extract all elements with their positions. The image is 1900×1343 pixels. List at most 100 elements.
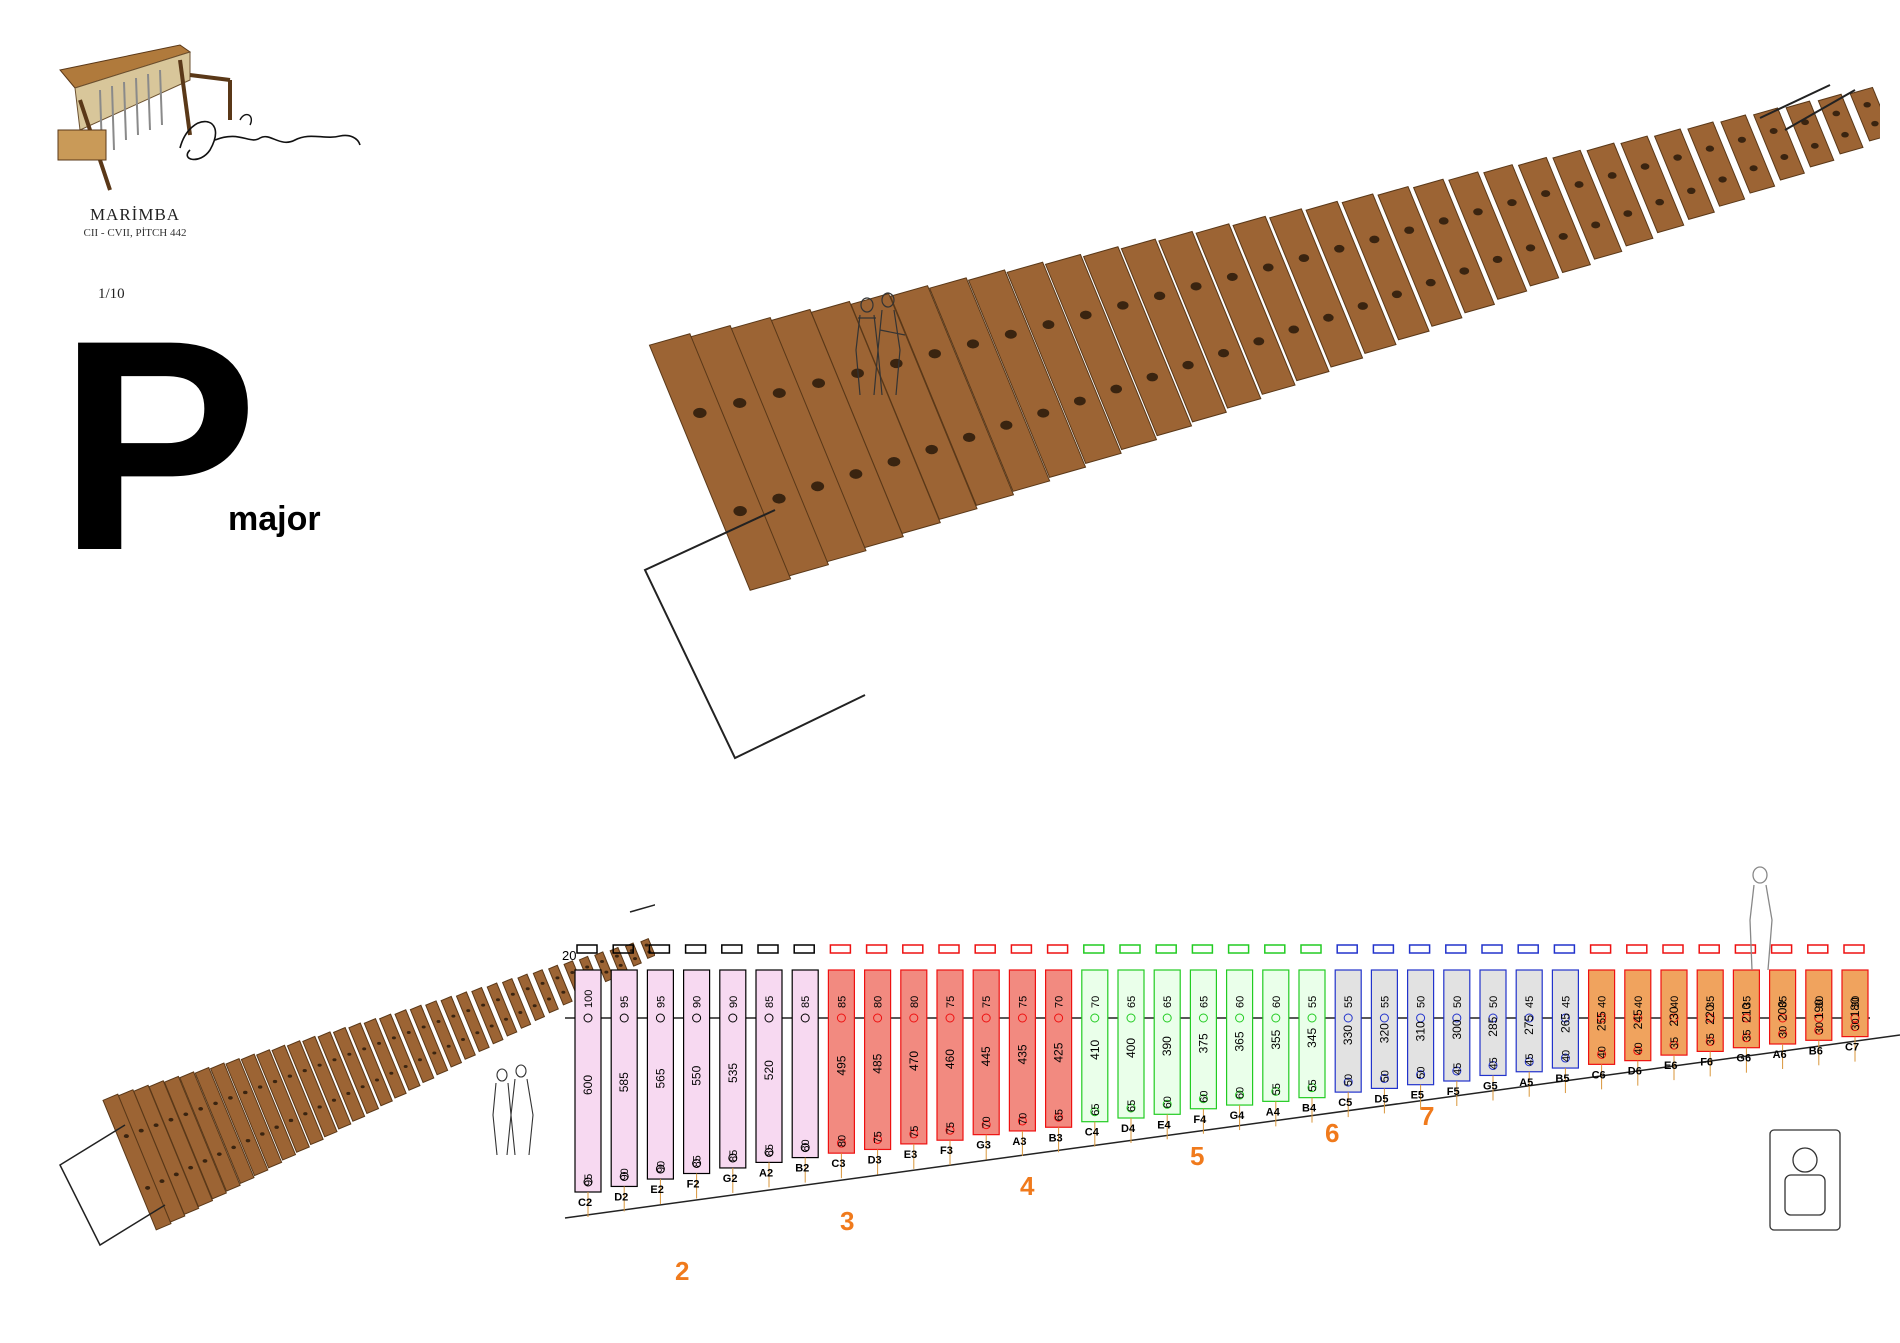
bar-bottom-width: 45 xyxy=(1524,1054,1536,1066)
bar-top-width: 30 xyxy=(1814,996,1826,1008)
people-figures-icon xyxy=(855,292,906,396)
bar-bottom-width: 65 xyxy=(1090,1103,1102,1115)
bar-length: 285 xyxy=(1486,1016,1500,1036)
bar-note: E6 xyxy=(1664,1060,1677,1072)
perspective-bar xyxy=(889,285,1015,506)
bar-top-width: 70 xyxy=(1054,996,1066,1008)
bar-note: C7 xyxy=(1845,1042,1859,1054)
bar-bottom-width: 30 xyxy=(1850,1018,1862,1030)
bar-top-width: 80 xyxy=(909,996,921,1008)
perspective-small-bar xyxy=(455,991,490,1053)
bar-note: F3 xyxy=(940,1145,953,1157)
bar-note: F2 xyxy=(687,1179,700,1191)
bar-bottom-width: 35 xyxy=(1741,1029,1753,1041)
bar-top-width: 90 xyxy=(692,996,704,1008)
bar-top-width: 65 xyxy=(1162,996,1174,1008)
octave-label: 4 xyxy=(1020,1171,1035,1201)
bar-note: D2 xyxy=(614,1191,628,1203)
perspective-small-bar xyxy=(179,1071,241,1192)
perspective-bar xyxy=(1653,128,1715,220)
bar-top-width: 35 xyxy=(1778,996,1790,1008)
bar-top-width: 80 xyxy=(873,996,885,1008)
perspective-small-bar xyxy=(486,982,518,1037)
bar-length: 320 xyxy=(1377,1023,1391,1043)
bar-note: A6 xyxy=(1773,1049,1787,1061)
bar-note: A3 xyxy=(1012,1136,1026,1148)
bar-bottom-width: 60 xyxy=(1198,1091,1210,1103)
perspective-bar xyxy=(810,300,941,535)
person-top-icon xyxy=(1769,1129,1841,1231)
bar-bottom-width: 90 xyxy=(655,1161,667,1173)
bar-length: 220 xyxy=(1703,1004,1717,1024)
bar-note: G2 xyxy=(723,1173,738,1185)
perspective-bar xyxy=(1044,253,1158,451)
people-figures-small-icon xyxy=(492,1064,534,1156)
bar-bottom-width: 75 xyxy=(945,1122,957,1134)
bar-note: E5 xyxy=(1411,1090,1424,1102)
perspective-bar xyxy=(1082,246,1193,437)
perspective-bars-small xyxy=(102,937,655,1231)
bar-note: D4 xyxy=(1121,1123,1136,1135)
perspective-bar xyxy=(1785,100,1835,168)
bar-length: 245 xyxy=(1631,1009,1645,1029)
perspective-bars xyxy=(648,86,1880,591)
perspective-small-bar xyxy=(363,1017,407,1099)
bar-note: F5 xyxy=(1447,1086,1460,1098)
perspective-view-small xyxy=(59,904,655,1247)
perspective-bar xyxy=(928,277,1051,492)
bar-length: 600 xyxy=(581,1075,595,1095)
bar-bottom-width: 60 xyxy=(1162,1096,1174,1108)
bar-top-width: 55 xyxy=(1343,996,1355,1008)
marimba-logo xyxy=(57,44,361,191)
perspective-bar xyxy=(1849,86,1880,142)
bar-bottom-width: 30 xyxy=(1814,1022,1826,1034)
bar-bottom-width: 95 xyxy=(583,1174,595,1186)
bar-note: C6 xyxy=(1592,1069,1606,1081)
perspective-small-bar xyxy=(302,1035,352,1130)
bar-note: E3 xyxy=(904,1149,917,1161)
perspective-bar xyxy=(1720,114,1776,194)
perspective-bar xyxy=(1269,208,1364,368)
bar-length: 585 xyxy=(617,1072,631,1092)
perspective-small-bar xyxy=(332,1026,380,1115)
perspective-small-bar xyxy=(163,1075,227,1200)
bar-top-width: 45 xyxy=(1524,996,1536,1008)
bar-length: 330 xyxy=(1341,1025,1355,1045)
bar-length: 300 xyxy=(1450,1019,1464,1039)
octave-label: 5 xyxy=(1190,1141,1204,1171)
bar-length: 355 xyxy=(1269,1029,1283,1049)
perspective-small-bar xyxy=(425,1000,463,1068)
bar-top-width: 85 xyxy=(836,996,848,1008)
bar-length: 425 xyxy=(1052,1042,1066,1062)
bar-length: 445 xyxy=(979,1046,993,1066)
bar-note: E4 xyxy=(1157,1119,1171,1131)
instrument-name: MARİMBA xyxy=(89,205,181,224)
perspective-bar xyxy=(1377,186,1463,327)
bar-length: 485 xyxy=(871,1053,885,1073)
signature xyxy=(179,113,361,161)
bar-top-width: 95 xyxy=(655,996,667,1008)
bar-top-width: 40 xyxy=(1597,996,1609,1008)
bar-note: B3 xyxy=(1049,1132,1063,1144)
drawing-scale: 1/10 xyxy=(98,286,125,302)
bar-length: 400 xyxy=(1124,1038,1138,1058)
bar-length: 460 xyxy=(943,1049,957,1069)
perspective-small-bar xyxy=(225,1057,283,1169)
scale-word: major xyxy=(228,500,321,538)
bar-note: C5 xyxy=(1338,1097,1352,1109)
perspective-small-bar xyxy=(317,1031,366,1122)
bar-length: 255 xyxy=(1595,1011,1609,1031)
bar-bottom-width: 80 xyxy=(800,1139,812,1151)
bar-bottom-width: 85 xyxy=(692,1155,704,1167)
bar-length: 275 xyxy=(1522,1015,1536,1035)
